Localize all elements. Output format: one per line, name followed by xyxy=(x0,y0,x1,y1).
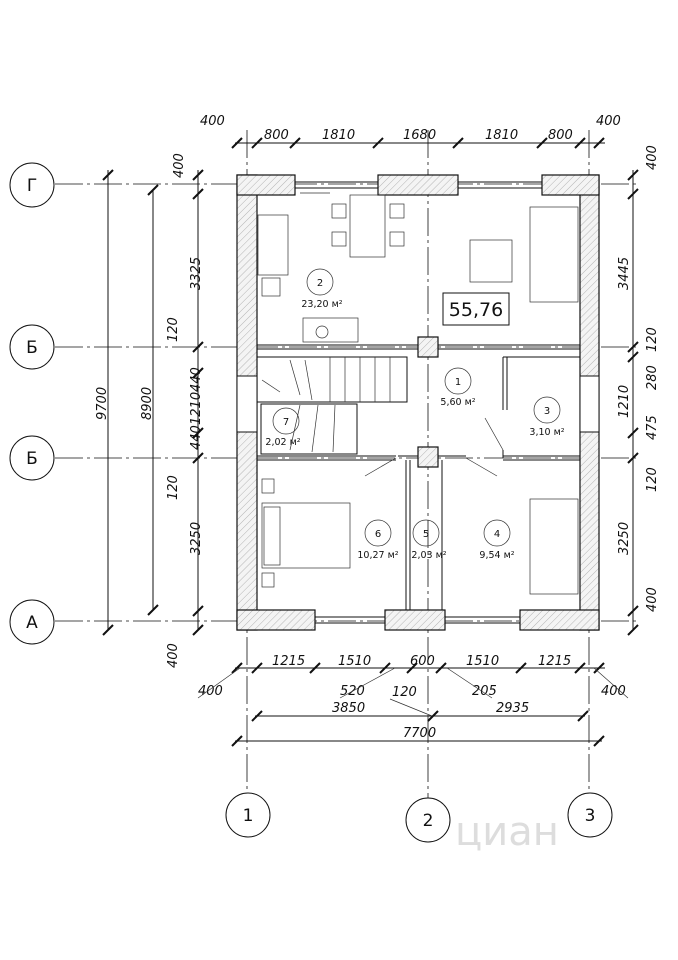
room-labels: 55,76 2 23,20 м² 1 5,60 м² 3 3,10 м² 7 2… xyxy=(265,268,565,561)
room-area: 2,03 м² xyxy=(411,550,446,561)
dim-label: 400 xyxy=(601,684,626,699)
top-dimensions: 400 800 1810 1680 1810 800 400 xyxy=(200,114,621,143)
room-area: 9,54 м² xyxy=(479,550,514,561)
dim-label: 400 xyxy=(172,153,187,178)
dim-label: 1510 xyxy=(466,654,499,669)
dim-label: 600 xyxy=(410,654,435,669)
dim-label: 1210 xyxy=(189,392,204,425)
dim-label: 205 xyxy=(472,684,497,699)
watermark: циан xyxy=(455,809,559,855)
dim-label: 3325 xyxy=(189,257,204,290)
axis-label: Г xyxy=(27,176,37,196)
room-area: 3,10 м² xyxy=(529,427,564,438)
room-number: 1 xyxy=(455,377,461,388)
dim-label: 280 xyxy=(645,365,660,390)
dim-label: 1680 xyxy=(403,128,436,143)
dimension-lines xyxy=(102,137,639,747)
axis-label: 1 xyxy=(243,806,254,826)
dim-label: 800 xyxy=(548,128,573,143)
room-number: 6 xyxy=(375,529,381,540)
right-dimensions: 400 3445 120 1210 280 475 120 3250 400 xyxy=(617,145,660,612)
dim-label: 3250 xyxy=(189,522,204,555)
room-number: 4 xyxy=(494,529,500,540)
dim-label: 475 xyxy=(645,415,660,440)
dim-label: 1810 xyxy=(322,128,355,143)
room-number: 5 xyxy=(423,529,429,540)
dim-label: 1215 xyxy=(272,654,305,669)
bed xyxy=(261,502,351,569)
staircase xyxy=(256,356,408,455)
dim-label: 800 xyxy=(264,128,289,143)
total-area: 55,76 xyxy=(449,299,503,321)
axis-label: 3 xyxy=(585,806,596,826)
dim-label: 400 xyxy=(596,114,621,129)
dim-label: 120 xyxy=(645,327,660,352)
dim-label: 1215 xyxy=(538,654,571,669)
dim-label: 7700 xyxy=(403,726,436,741)
axis-label: 2 xyxy=(423,811,434,831)
sink xyxy=(302,317,359,343)
room-number: 3 xyxy=(544,406,550,417)
walls xyxy=(236,174,600,631)
bottom-dimensions: 1215 1510 600 1510 1215 400 520 120 205 … xyxy=(197,654,629,741)
dim-label: 3250 xyxy=(617,522,632,555)
axis-label: Б xyxy=(26,449,38,469)
dim-label: 400 xyxy=(166,643,181,668)
dim-label: 1510 xyxy=(338,654,371,669)
dining-table xyxy=(349,194,386,258)
axis-label: Б xyxy=(26,338,38,358)
dim-label: 3445 xyxy=(617,257,632,290)
dim-label: 400 xyxy=(198,684,223,699)
dim-label: 440 xyxy=(189,367,204,392)
sofa xyxy=(529,206,579,303)
dim-label: 9700 xyxy=(95,387,110,420)
dim-label: 400 xyxy=(200,114,225,129)
axis-markers: Г Б Б А 1 2 3 xyxy=(9,162,613,843)
dim-label: 400 xyxy=(645,145,660,170)
axis-label: А xyxy=(26,613,38,633)
room-area: 2,02 м² xyxy=(265,437,300,448)
dim-label: 1810 xyxy=(485,128,518,143)
sofa xyxy=(529,498,579,595)
dim-label: 400 xyxy=(645,587,660,612)
furniture xyxy=(257,194,579,595)
dim-label: 120 xyxy=(392,685,417,700)
room-number: 2 xyxy=(317,278,323,289)
dim-label: 120 xyxy=(166,317,181,342)
room-area: 5,60 м² xyxy=(440,397,475,408)
dim-label: 3850 xyxy=(332,701,365,716)
room-number: 7 xyxy=(283,417,289,428)
dim-label: 440 xyxy=(189,425,204,450)
coffee-table xyxy=(469,239,513,283)
dim-label: 120 xyxy=(645,467,660,492)
dim-label: 120 xyxy=(166,475,181,500)
kitchen-unit xyxy=(257,214,289,276)
left-dimensions: 400 3325 120 440 1210 440 120 3250 400 8… xyxy=(95,153,204,668)
dim-label: 1210 xyxy=(617,385,632,418)
room-area: 23,20 м² xyxy=(301,299,342,310)
dim-label: 2935 xyxy=(496,701,529,716)
room-area: 10,27 м² xyxy=(357,550,398,561)
dim-label: 8900 xyxy=(140,387,155,420)
